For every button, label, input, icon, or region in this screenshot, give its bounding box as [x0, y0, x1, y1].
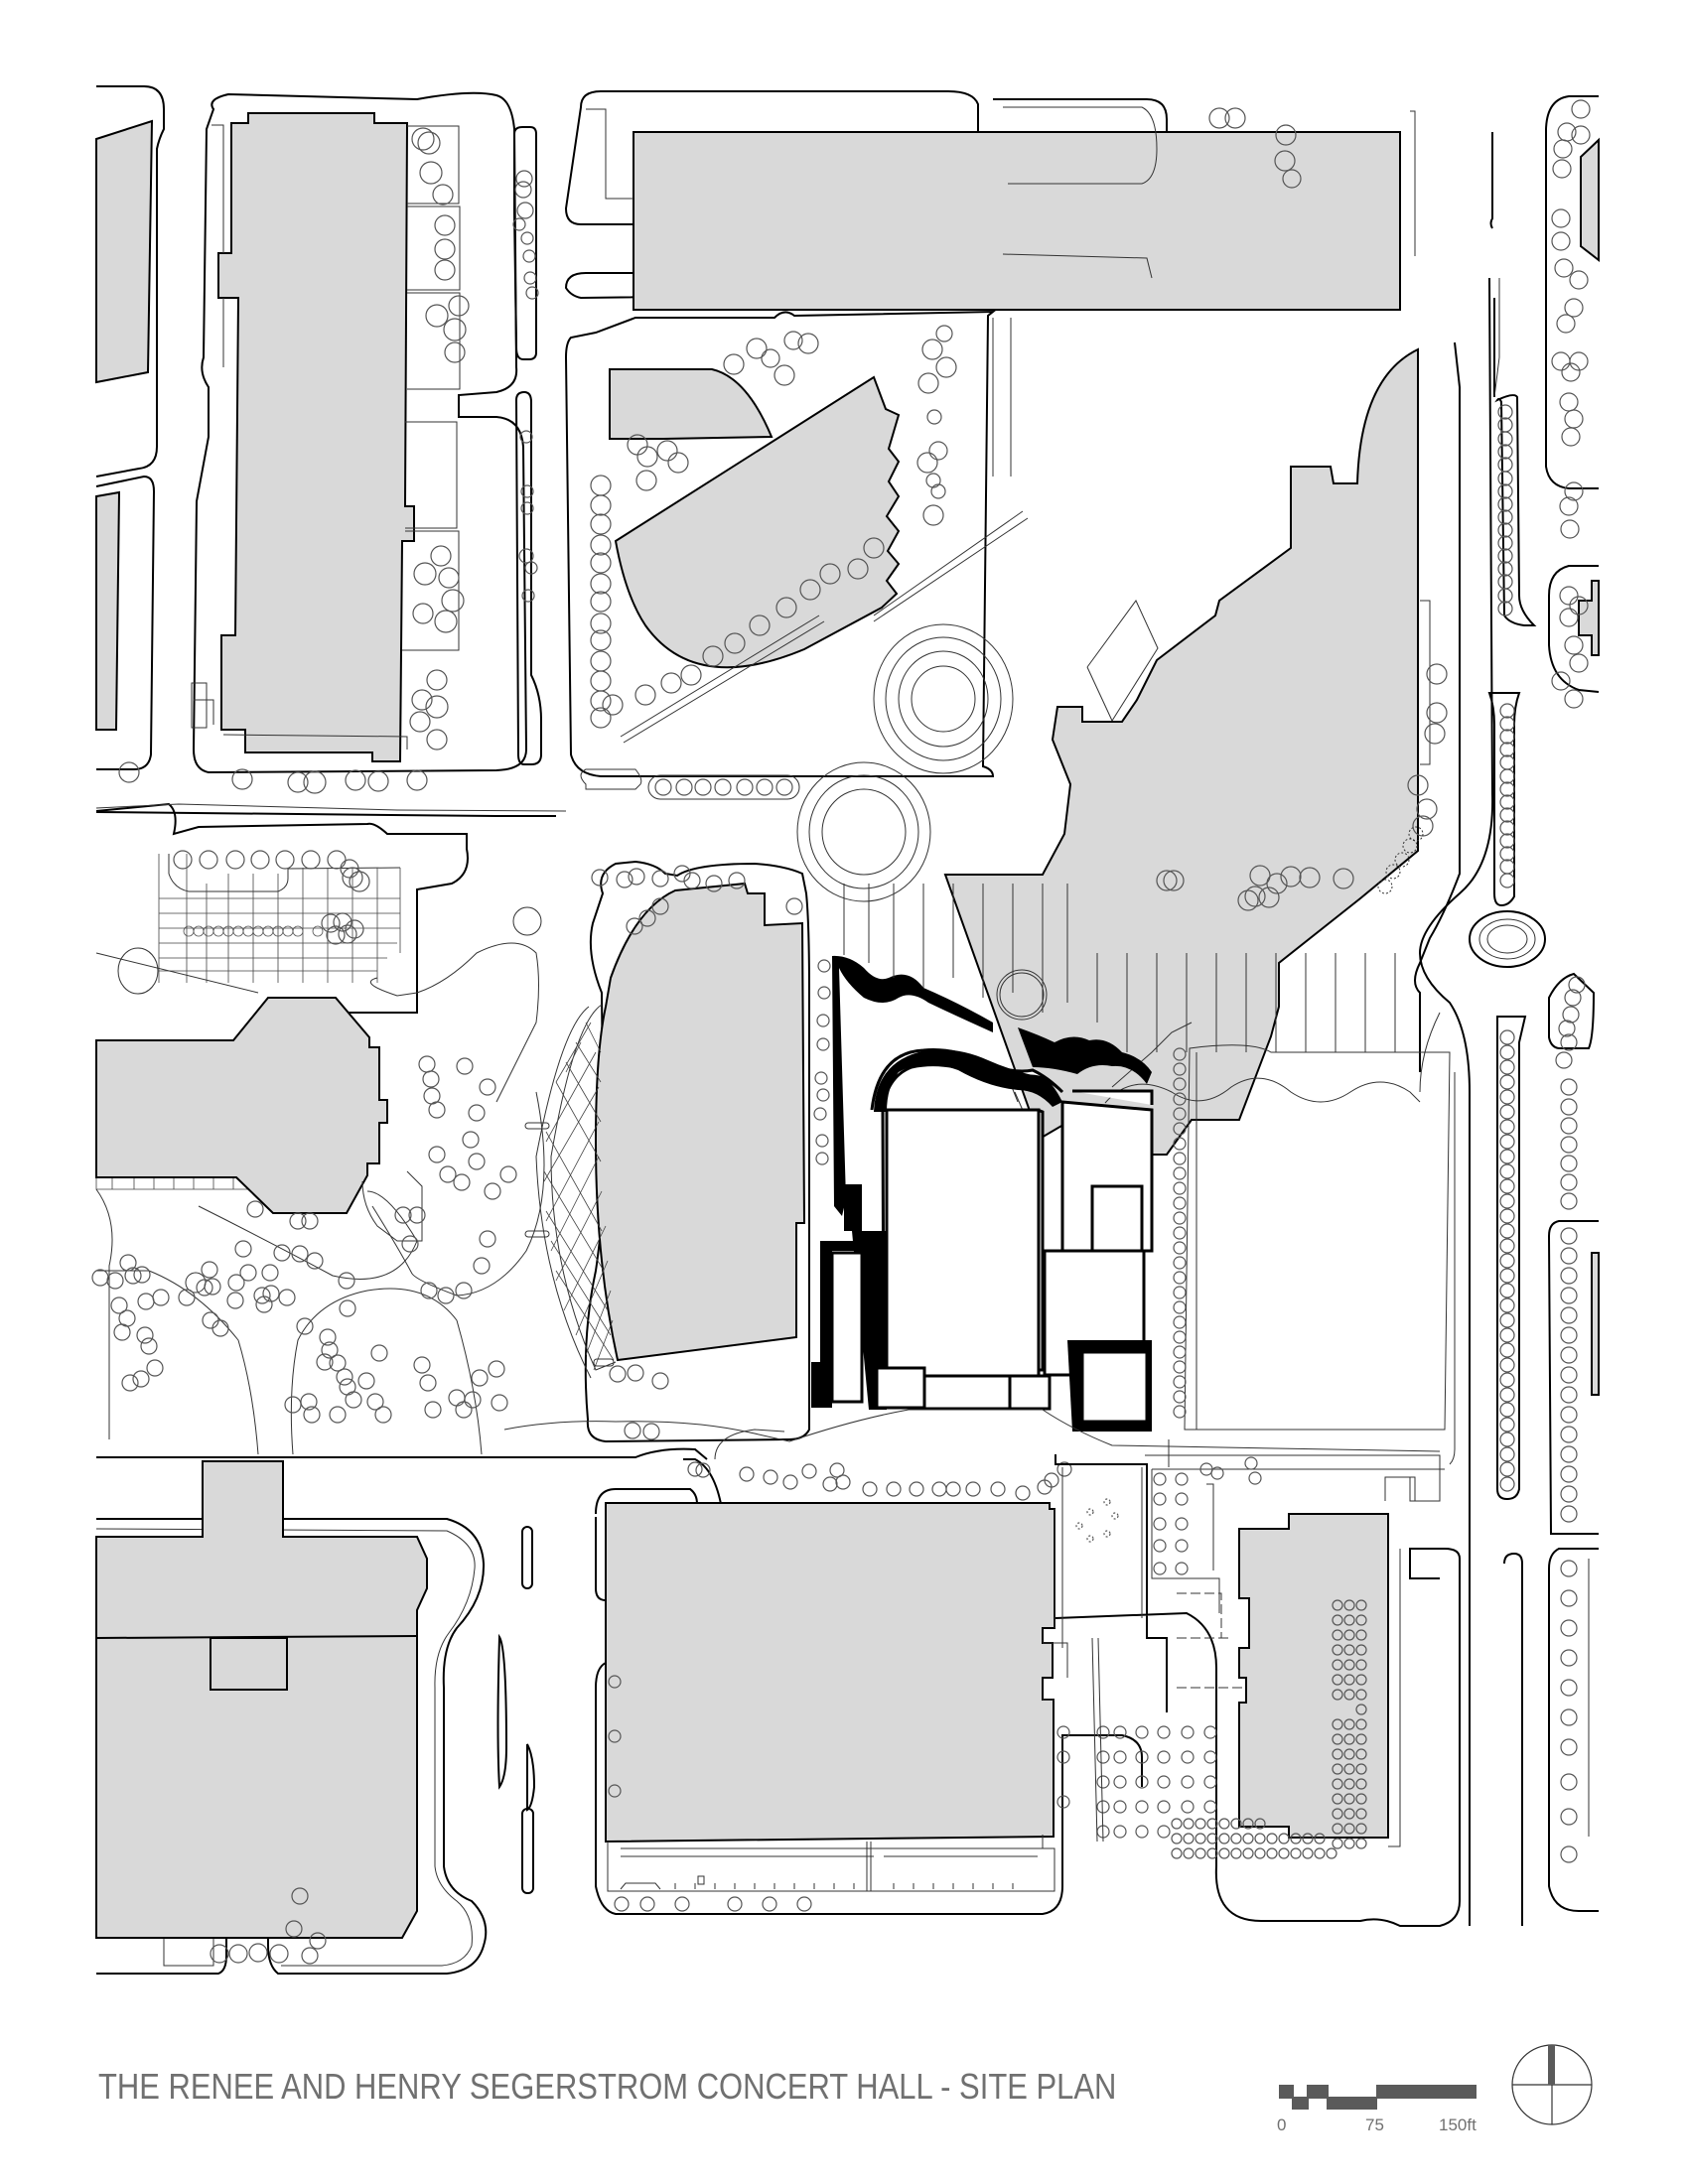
median-strip-left — [512, 126, 542, 765]
drawing-title: THE RENEE AND HENRY SEGERSTROM CONCERT H… — [98, 2066, 1117, 2107]
block-top-center — [564, 90, 1416, 311]
central-park — [91, 906, 545, 1455]
concert-hall-building — [811, 884, 1396, 1432]
block-bottom-left — [95, 1460, 488, 1975]
shrub-cluster — [1377, 826, 1424, 894]
median-strip-bottom — [496, 1526, 536, 1894]
theater-lattice-building — [524, 860, 810, 1443]
block-tall-left — [118, 91, 528, 794]
scale-label-0: 0 — [1277, 2116, 1287, 2134]
plaza-fountains — [580, 623, 1014, 902]
scale-bar — [1279, 2085, 1477, 2110]
street-right — [1418, 132, 1546, 1926]
block-bottom-center — [595, 1458, 1143, 1915]
block-parking-left — [95, 802, 469, 1242]
block-wedge-left — [564, 310, 1029, 777]
open-lot-right — [1173, 1044, 1451, 1431]
scale-label-75: 75 — [1365, 2116, 1384, 2134]
block-bottom-right — [1055, 1439, 1461, 1927]
north-arrow-icon — [1511, 2044, 1593, 2125]
block-far-right — [1545, 95, 1600, 1912]
block-top-left-edge — [95, 85, 165, 770]
building-large-right-angled — [943, 341, 1461, 1156]
boulevard — [95, 803, 1456, 1465]
scale-label-150ft: 150ft — [1439, 2116, 1477, 2134]
